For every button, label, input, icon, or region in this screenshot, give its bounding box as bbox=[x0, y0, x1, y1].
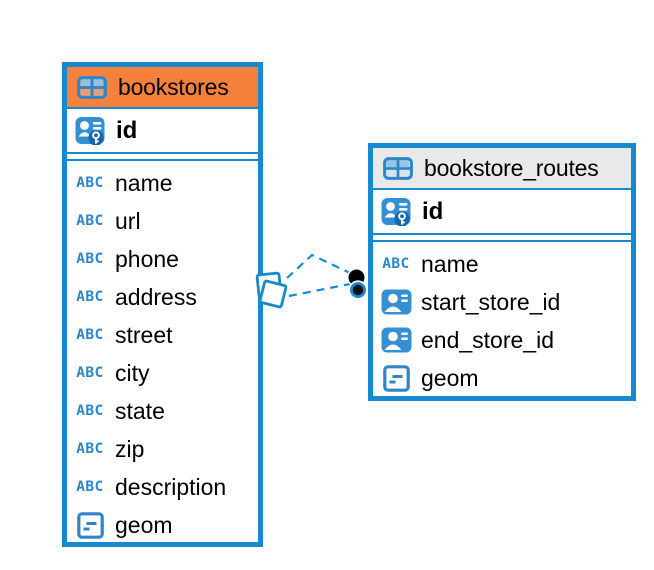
column-name: url bbox=[115, 207, 141, 234]
abc-glyph: ABC bbox=[76, 441, 104, 457]
reference-type-icon bbox=[378, 327, 414, 353]
column-name: name bbox=[115, 169, 173, 196]
column-name: phone bbox=[115, 245, 179, 272]
text-type-icon: ABC bbox=[72, 175, 108, 191]
column-name: geom bbox=[421, 364, 479, 391]
abc-glyph: ABC bbox=[382, 256, 410, 272]
column-name: street bbox=[115, 321, 173, 348]
column-row[interactable]: geom bbox=[373, 359, 631, 396]
primary-key-name: id bbox=[116, 116, 138, 144]
primary-key-icon bbox=[72, 116, 108, 145]
columns-section: ABC name start_store_id end_store_id ge bbox=[373, 240, 631, 396]
abc-glyph: ABC bbox=[76, 251, 104, 267]
column-row[interactable]: ABC city bbox=[67, 354, 258, 392]
table-bookstores[interactable]: bookstores id ABC name ABC url ABC phone… bbox=[62, 62, 263, 547]
primary-key-name: id bbox=[422, 197, 444, 225]
column-row[interactable]: ABC description bbox=[67, 468, 258, 506]
relationship-dot-marker[interactable] bbox=[346, 267, 367, 288]
table-header[interactable]: bookstore_routes bbox=[373, 148, 631, 190]
column-name: name bbox=[421, 250, 479, 277]
column-row[interactable]: ABC address bbox=[67, 278, 258, 316]
column-row[interactable]: end_store_id bbox=[373, 321, 631, 359]
column-row[interactable]: ABC state bbox=[67, 392, 258, 430]
geometry-type-icon bbox=[72, 511, 108, 539]
column-row[interactable]: ABC phone bbox=[67, 240, 258, 278]
column-row[interactable]: ABC url bbox=[67, 202, 258, 240]
column-name: zip bbox=[115, 435, 145, 462]
text-type-icon: ABC bbox=[72, 327, 108, 343]
column-row[interactable]: ABC street bbox=[67, 316, 258, 354]
text-type-icon: ABC bbox=[72, 403, 108, 419]
abc-glyph: ABC bbox=[76, 175, 104, 191]
column-row[interactable]: ABC name bbox=[67, 164, 258, 202]
abc-glyph: ABC bbox=[76, 479, 104, 495]
primary-key-row[interactable]: id bbox=[373, 190, 631, 235]
text-type-icon: ABC bbox=[72, 289, 108, 305]
table-name: bookstores bbox=[118, 73, 229, 100]
table-icon bbox=[380, 156, 416, 180]
table-header[interactable]: bookstores bbox=[67, 67, 258, 109]
column-row[interactable]: geom bbox=[67, 506, 258, 542]
column-name: state bbox=[115, 397, 165, 424]
column-row[interactable]: ABC zip bbox=[67, 430, 258, 468]
columns-section: ABC name ABC url ABC phone ABC address A… bbox=[67, 159, 258, 542]
column-row[interactable]: start_store_id bbox=[373, 283, 631, 321]
column-name: start_store_id bbox=[421, 288, 561, 315]
column-name: end_store_id bbox=[421, 326, 554, 353]
abc-glyph: ABC bbox=[76, 289, 104, 305]
column-name: city bbox=[115, 359, 150, 386]
column-name: address bbox=[115, 283, 197, 310]
text-type-icon: ABC bbox=[72, 479, 108, 495]
abc-glyph: ABC bbox=[76, 403, 104, 419]
text-type-icon: ABC bbox=[72, 251, 108, 267]
relationship-dot-marker-ring bbox=[348, 280, 368, 300]
text-type-icon: ABC bbox=[72, 365, 108, 381]
column-name: geom bbox=[115, 511, 173, 538]
relationship-line[interactable] bbox=[286, 253, 351, 279]
relationship-diamond-marker[interactable] bbox=[258, 279, 288, 309]
table-name: bookstore_routes bbox=[424, 154, 599, 181]
abc-glyph: ABC bbox=[76, 365, 104, 381]
geometry-type-icon bbox=[378, 364, 414, 392]
table-bookstore-routes[interactable]: bookstore_routes id ABC name start_store… bbox=[368, 143, 636, 401]
abc-glyph: ABC bbox=[76, 327, 104, 343]
abc-glyph: ABC bbox=[76, 213, 104, 229]
primary-key-icon bbox=[378, 197, 414, 226]
text-type-icon: ABC bbox=[378, 256, 414, 272]
text-type-icon: ABC bbox=[72, 441, 108, 457]
text-type-icon: ABC bbox=[72, 213, 108, 229]
primary-key-row[interactable]: id bbox=[67, 109, 258, 154]
reference-type-icon bbox=[378, 289, 414, 315]
table-icon bbox=[74, 75, 110, 99]
relationship-dot-marker[interactable] bbox=[349, 281, 366, 298]
column-name: description bbox=[115, 473, 227, 500]
relationship-line[interactable] bbox=[288, 282, 351, 298]
column-row[interactable]: ABC name bbox=[373, 245, 631, 283]
